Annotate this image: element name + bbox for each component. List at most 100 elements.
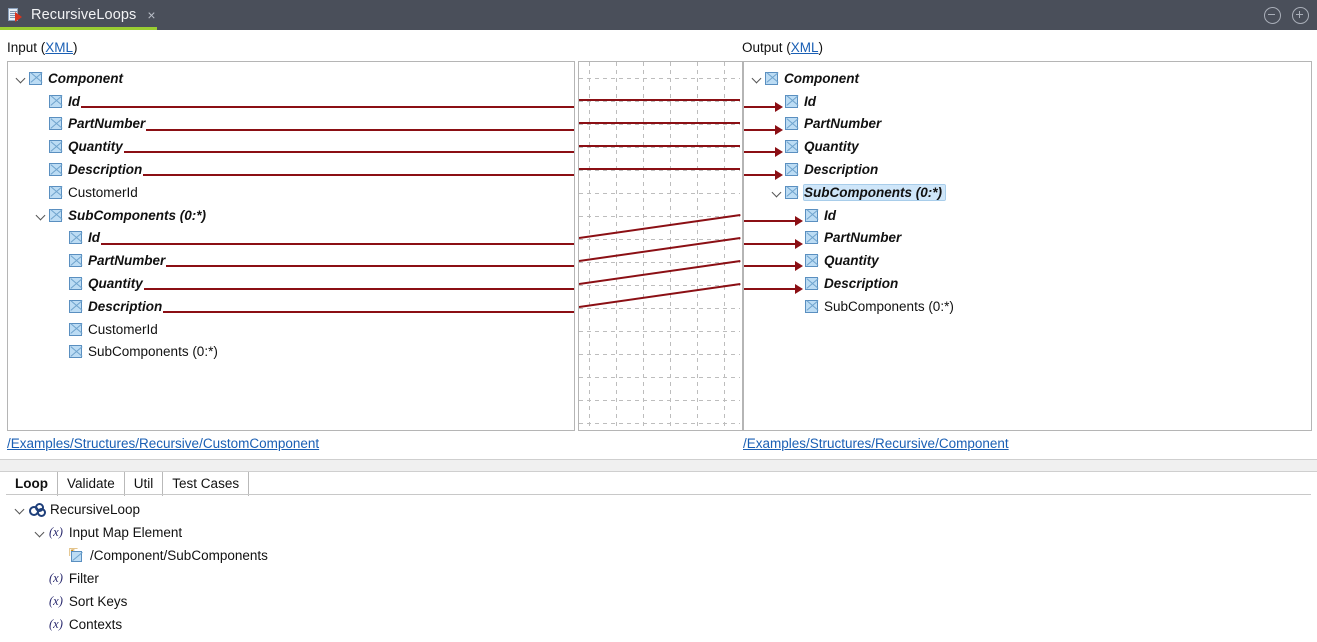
xml-element-icon — [69, 299, 82, 313]
splitter-sash[interactable] — [0, 459, 1317, 472]
mapping-arrowhead-icon — [775, 147, 783, 157]
loop-properties-tree: RecursiveLoop(x)Input Map Element⇱/Compo… — [6, 498, 268, 636]
minimize-icon[interactable] — [1264, 6, 1281, 24]
loop-tree-row-label: Filter — [68, 571, 99, 586]
expander-chevron-down-icon[interactable] — [32, 528, 49, 537]
xml-element-icon — [69, 345, 82, 359]
tree-row[interactable]: SubComponents (0:*) — [744, 295, 1311, 318]
grid-line-horizontal — [579, 354, 740, 355]
mapping-connector-line — [744, 265, 795, 267]
loop-tree-row[interactable]: (x)Input Map Element — [6, 521, 268, 544]
mapping-connector-line — [744, 106, 775, 108]
grid-line-horizontal — [579, 423, 740, 424]
tree-row[interactable]: Id — [8, 227, 574, 250]
mapping-link-line[interactable] — [579, 145, 740, 147]
input-xml-link[interactable]: XML — [45, 40, 74, 55]
xml-element-icon — [69, 322, 82, 336]
loop-tree-row[interactable]: RecursiveLoop — [6, 498, 268, 521]
expander-chevron-down-icon[interactable] — [12, 505, 29, 514]
xml-element-icon — [765, 71, 778, 85]
tree-row[interactable]: CustomerId — [8, 318, 574, 341]
tree-row[interactable]: Description — [744, 158, 1311, 181]
loop-tree-row[interactable]: (x)Contexts — [6, 613, 268, 636]
tree-row[interactable]: PartNumber — [8, 113, 574, 136]
input-header-suffix: ) — [73, 40, 78, 55]
fx-icon: (x) — [49, 594, 63, 608]
mapping-connector-line — [146, 129, 574, 131]
xml-element-icon — [49, 208, 62, 222]
xml-element-icon — [69, 277, 82, 291]
mapping-arrowhead-icon — [795, 284, 803, 294]
tree-row-label: Component — [784, 70, 859, 86]
tab-validate[interactable]: Validate — [58, 472, 125, 496]
mapping-arrowhead-icon — [775, 125, 783, 135]
tree-row-label: SubComponents (0:*) — [824, 298, 954, 314]
tree-row-label: CustomerId — [68, 184, 138, 200]
grid-line-horizontal — [579, 147, 740, 148]
grid-line-horizontal — [579, 78, 740, 79]
expander-chevron-down-icon[interactable] — [750, 74, 765, 83]
tree-row[interactable]: Description — [8, 158, 574, 181]
loop-tree-row[interactable]: (x) Sort Keys — [6, 590, 268, 613]
tree-row[interactable]: Id — [8, 90, 574, 113]
maximize-icon[interactable] — [1292, 6, 1309, 24]
close-icon[interactable]: × — [147, 7, 156, 23]
output-xml-link[interactable]: XML — [790, 40, 819, 55]
tree-row[interactable]: SubComponents (0:*) — [744, 181, 1311, 204]
tree-row-label: Id — [88, 230, 100, 246]
tree-row[interactable]: Quantity — [8, 135, 574, 158]
output-header-suffix: ) — [818, 40, 824, 55]
tree-row[interactable]: PartNumber — [8, 249, 574, 272]
tree-row[interactable]: SubComponents (0:*) — [8, 341, 574, 364]
tree-row[interactable]: Quantity — [744, 135, 1311, 158]
title-bar: RecursiveLoops × — [0, 0, 1317, 30]
tree-row-label: SubComponents (0:*) — [68, 207, 206, 223]
tree-row-label: SubComponents (0:*) — [88, 344, 218, 360]
editor-tab-label: RecursiveLoops — [31, 7, 137, 23]
tree-row[interactable]: CustomerId — [8, 181, 574, 204]
mapping-connector-line — [744, 243, 795, 245]
mapping-link-line[interactable] — [579, 122, 740, 124]
tree-row[interactable]: Component — [744, 67, 1311, 90]
output-structure-path-link[interactable]: /Examples/Structures/Recursive/Component — [743, 436, 1009, 451]
tab-util[interactable]: Util — [125, 472, 164, 496]
tree-row[interactable]: SubComponents (0:*) — [8, 204, 574, 227]
xml-element-icon — [805, 277, 818, 291]
mapping-link-line[interactable] — [579, 99, 740, 101]
mapping-connector-line — [744, 151, 775, 153]
tree-row[interactable]: Description — [8, 295, 574, 318]
expander-chevron-down-icon[interactable] — [14, 74, 29, 83]
expander-chevron-down-icon[interactable] — [34, 211, 49, 220]
tree-row[interactable]: Description — [744, 272, 1311, 295]
tree-row[interactable]: Quantity — [8, 272, 574, 295]
tree-row[interactable]: Id — [744, 204, 1311, 227]
tree-row-label: SubComponents (0:*) — [803, 183, 946, 201]
editor-tab-recursiveloops[interactable]: RecursiveLoops × — [0, 0, 166, 30]
grid-line-horizontal — [579, 101, 740, 102]
tree-row[interactable]: PartNumber — [744, 113, 1311, 136]
loop-tree-row[interactable]: ⇱/Component/SubComponents — [6, 544, 268, 567]
loop-tree-row-label: Sort Keys — [68, 594, 128, 609]
tab-test-cases[interactable]: Test Cases — [163, 472, 250, 496]
tab-loop[interactable]: Loop — [6, 472, 58, 496]
mapping-canvas[interactable] — [578, 61, 743, 431]
loop-icon — [29, 503, 46, 517]
input-structure-path-link[interactable]: /Examples/Structures/Recursive/CustomCom… — [7, 436, 320, 451]
tree-row[interactable]: Id — [744, 90, 1311, 113]
tree-row-label: PartNumber — [68, 116, 146, 132]
xpath-icon: ⇱ — [69, 547, 84, 563]
tree-row[interactable]: PartNumber — [744, 227, 1311, 250]
tree-row[interactable]: Quantity — [744, 249, 1311, 272]
expander-chevron-down-icon[interactable] — [770, 188, 785, 197]
mapping-connector-line — [143, 174, 574, 176]
loop-tree-row[interactable]: (x)Filter — [6, 567, 268, 590]
mapping-arrowhead-icon — [775, 170, 783, 180]
mapping-link-line[interactable] — [579, 168, 740, 170]
tree-row[interactable]: Component — [8, 67, 574, 90]
canvas-grid — [579, 62, 740, 428]
tree-row-label: Id — [824, 207, 836, 223]
